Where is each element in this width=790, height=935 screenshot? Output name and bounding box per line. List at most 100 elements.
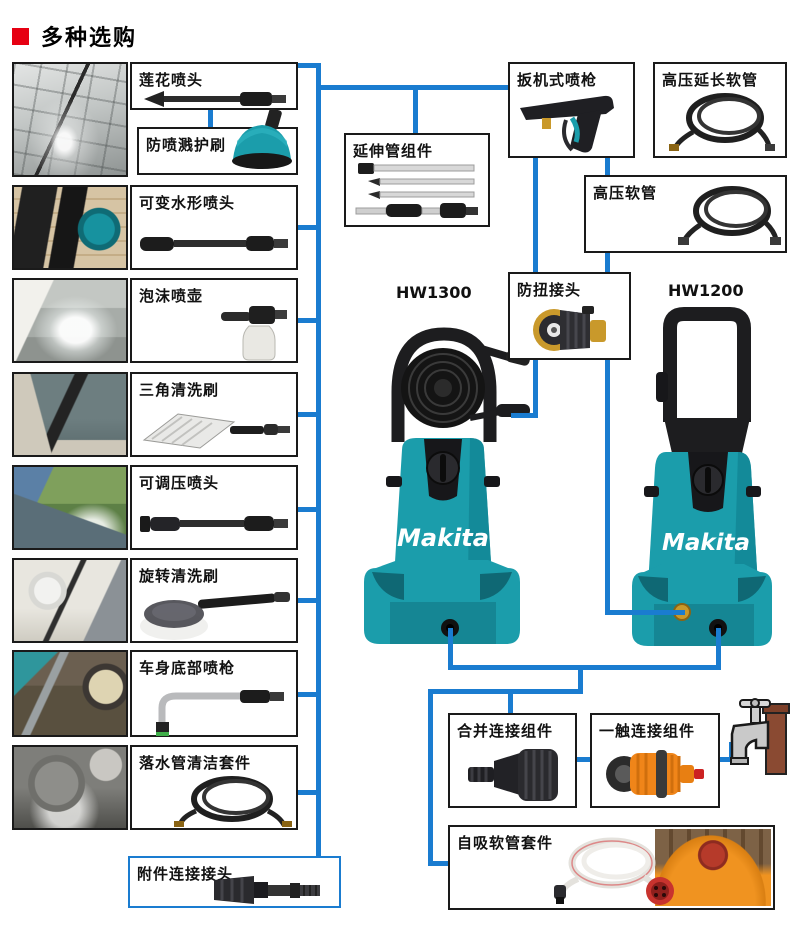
item-box-lotus-nozzle: 莲花喷头 <box>130 62 298 110</box>
extension-tubes-image <box>355 163 478 218</box>
item-label: 泡沫喷壶 <box>139 287 204 305</box>
connector-line <box>296 692 318 697</box>
connector-line <box>605 253 610 272</box>
pressure-washer-hw1200: Makita <box>632 307 772 646</box>
item-box-adjustable-nozzle: 可调压喷头 <box>130 465 298 550</box>
connector-line <box>296 225 318 230</box>
box-extension-tube-kit: 延伸管组件 <box>344 133 490 227</box>
photo-foam-kitchen <box>12 278 128 363</box>
connector-line <box>508 689 513 715</box>
item-label: 高压软管 <box>593 184 658 202</box>
item-label: 可变水形喷头 <box>139 194 236 212</box>
box-self-priming-hose-kit: 自吸软管套件 <box>448 825 775 910</box>
photo-lotus-nozzle-tiles <box>12 62 128 177</box>
box-anti-twist-coupler: 防扭接头 <box>508 272 631 360</box>
connector-line <box>428 689 583 694</box>
photo-triangle-brush-window <box>12 372 128 457</box>
rotary-brush-image <box>140 592 290 640</box>
splash-guard-brush-image <box>232 108 292 169</box>
item-box-variable-nozzle: 可变水形喷头 <box>130 185 298 270</box>
connector-line <box>296 318 318 323</box>
lotus-nozzle-image <box>144 91 286 107</box>
merge-connector-image <box>468 749 558 801</box>
connector-line <box>448 628 453 670</box>
photo-drain-pipe <box>12 745 128 830</box>
item-box-splash-guard-brush: 防喷溅护刷 <box>137 108 298 175</box>
faucet-illustration <box>730 698 790 775</box>
connector-line <box>575 757 592 762</box>
connector-line <box>448 665 721 670</box>
pressure-washer-hw1300: Makita <box>364 327 531 644</box>
triangle-brush-image <box>142 413 290 449</box>
connector-line <box>208 110 213 127</box>
model-label-hw1200: HW1200 <box>668 281 744 300</box>
item-label: 自吸软管套件 <box>457 834 554 852</box>
photo-variable-nozzle-wall <box>12 185 128 270</box>
self-priming-hose-image <box>554 837 674 905</box>
connector-line <box>296 412 318 417</box>
drain-pipe-kit-hose-image <box>174 776 292 827</box>
connector-line-left-spine <box>316 63 321 858</box>
page-title-row: 多种选购 <box>12 20 137 52</box>
connector-line <box>428 861 452 866</box>
adjustable-nozzle-image <box>140 516 288 532</box>
anti-twist-coupler-image <box>533 306 606 351</box>
underbody-gun-image <box>156 690 284 736</box>
accessory-adapter-image <box>214 876 320 904</box>
item-label: 高压延长软管 <box>662 71 759 89</box>
page-title: 多种选购 <box>41 26 138 51</box>
connector-line <box>296 507 318 512</box>
connector-line <box>605 360 610 615</box>
connector-line <box>605 610 685 615</box>
box-one-touch-connector-kit: 一触连接组件 <box>590 713 720 808</box>
photo-adjustable-nozzle-car <box>12 465 128 550</box>
connector-line <box>578 665 583 694</box>
item-label: 防扭接头 <box>517 281 582 299</box>
item-box-drain-pipe-kit: 落水管清洁套件 <box>130 745 298 830</box>
hp-hose-image <box>678 186 781 245</box>
item-label: 落水管清洁套件 <box>139 754 252 772</box>
item-box-foam-sprayer: 泡沫喷壶 <box>130 278 298 363</box>
item-label: 可调压喷头 <box>139 474 220 492</box>
connector-line <box>296 63 318 68</box>
connector-line <box>533 158 538 272</box>
item-box-triangle-brush: 三角清洗刷 <box>130 372 298 457</box>
item-box-underbody-gun: 车身底部喷枪 <box>130 650 298 737</box>
brand-logo-hw1200: Makita <box>662 530 750 556</box>
connector-line <box>716 628 721 670</box>
connector-line <box>511 413 538 418</box>
box-trigger-gun: 扳机式喷枪 <box>508 62 635 158</box>
connector-line <box>413 85 418 133</box>
connector-line <box>428 689 433 866</box>
brand-logo-hw1300: Makita <box>397 524 489 552</box>
item-label: 旋转清洗刷 <box>139 567 220 585</box>
trigger-gun-image <box>520 95 614 153</box>
box-hp-hose: 高压软管 <box>584 175 787 253</box>
item-label: 三角清洗刷 <box>139 381 220 399</box>
one-touch-connector-image <box>606 750 704 798</box>
red-square-bullet <box>12 27 29 45</box>
photo-rotary-brush-wall <box>12 558 128 643</box>
item-label: 附件连接接头 <box>137 865 234 883</box>
variable-nozzle-image <box>140 236 288 251</box>
connector-line <box>533 360 538 418</box>
connector-line <box>718 757 734 762</box>
item-box-accessory-adapter: 附件连接接头 <box>128 856 341 908</box>
item-label: 延伸管组件 <box>353 142 434 160</box>
item-label: 防喷溅护刷 <box>146 136 227 154</box>
item-box-rotary-brush: 旋转清洗刷 <box>130 558 298 643</box>
model-label-hw1300: HW1300 <box>396 283 472 302</box>
item-label: 一触连接组件 <box>599 722 696 740</box>
item-label: 合并连接组件 <box>457 722 554 740</box>
photo-underbody-gun-tractor <box>12 650 128 737</box>
connector-line <box>296 598 318 603</box>
item-label: 车身底部喷枪 <box>139 659 236 677</box>
connector-line <box>296 790 318 795</box>
connector-line <box>316 85 508 90</box>
item-label: 莲花喷头 <box>139 71 204 89</box>
item-label: 扳机式喷枪 <box>517 71 598 89</box>
box-merge-connector-kit: 合并连接组件 <box>448 713 577 808</box>
box-hp-extension-hose: 高压延长软管 <box>653 62 787 158</box>
photo-suction-tank <box>655 829 771 906</box>
